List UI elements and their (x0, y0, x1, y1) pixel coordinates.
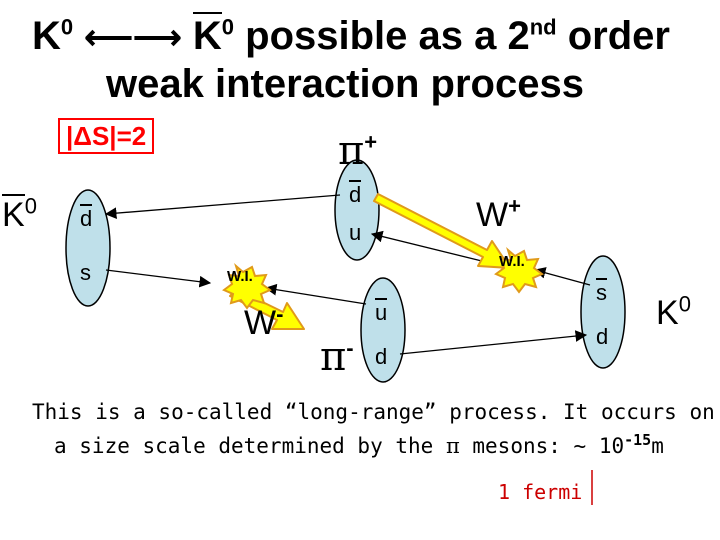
line-u-to-wi-right (370, 230, 495, 265)
fermi-note: 1 fermi (498, 480, 583, 504)
quark-left-top: d (80, 204, 93, 231)
title-rest: possible as a 2nd order (245, 14, 670, 58)
quark-pi-minus-top: u (375, 298, 388, 325)
line-wi-left-to-ubar (264, 283, 367, 305)
quark-oval-pi-minus (360, 277, 406, 383)
quark-oval-pi-plus (334, 159, 380, 261)
title-k0bar: K0 (192, 12, 235, 58)
pi-plus-label: π+ (338, 128, 378, 174)
wi-label-left: W.I. (227, 268, 253, 285)
quark-left-bottom: s (80, 260, 91, 285)
caption-line2: a size scale determined by the π mesons:… (54, 431, 664, 459)
double-arrow-icon: ⟵⟶ (84, 19, 182, 57)
k0bar-label: K0 (2, 193, 37, 234)
line-d-to-right-d (399, 330, 588, 355)
line-dbar-to-pi-plus (104, 194, 341, 219)
delta-s-badge: |ΔS|=2 (58, 118, 155, 154)
page-title-line2: weak interaction process (106, 62, 584, 106)
w-minus-label: W- (244, 301, 284, 342)
quark-pi-plus-bottom: u (349, 220, 362, 245)
w-plus-arrow (373, 193, 511, 269)
quark-pi-minus-bottom: d (375, 344, 388, 369)
title-k0: K0 (32, 14, 74, 58)
k0-label: K0 (656, 291, 691, 332)
line-s-to-wi-left (105, 269, 212, 288)
quark-right-top: s (596, 278, 607, 305)
quark-oval-left (65, 189, 111, 307)
pi-minus-label: π- (320, 334, 354, 380)
wi-starburst-right (494, 247, 544, 294)
quark-pi-plus-top: d (349, 180, 362, 207)
page-title-line1: K0 ⟵⟶ K0 possible as a 2nd order (32, 12, 670, 60)
quark-oval-right (580, 255, 626, 369)
wi-label-right: W.I. (499, 253, 525, 270)
caption-line1: This is a so-called “long-range” process… (32, 400, 715, 424)
line-wi-right-to-sbar (533, 267, 591, 286)
w-plus-label: W+ (476, 193, 521, 234)
wi-starburst-left (222, 263, 272, 310)
quark-right-bottom: d (596, 324, 609, 349)
